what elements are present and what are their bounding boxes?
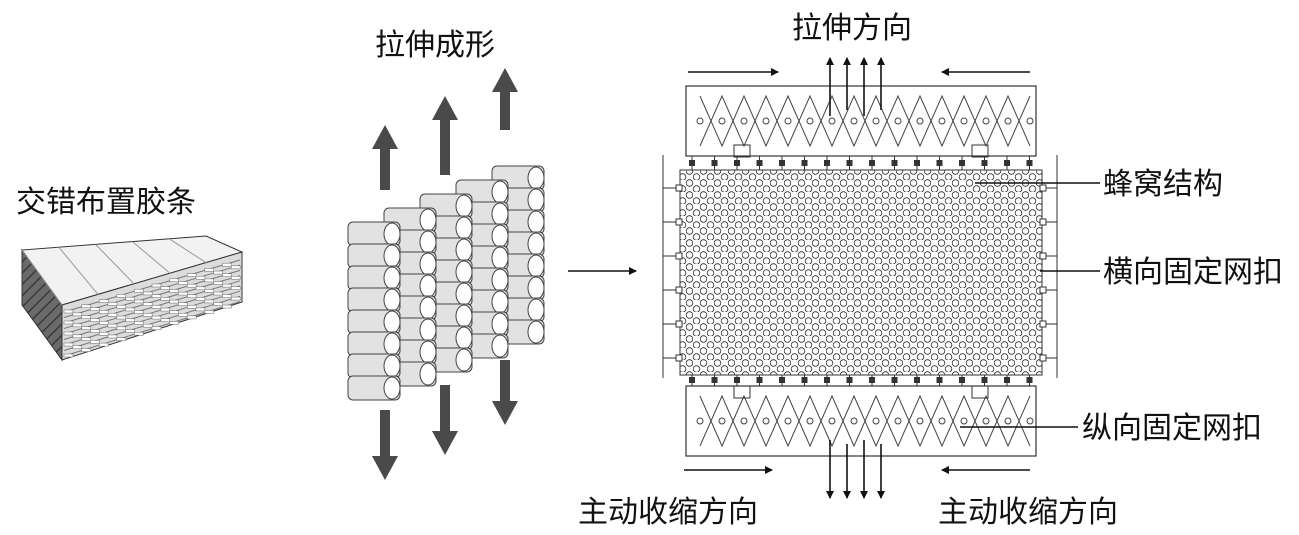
stretch-arrows-up: [826, 57, 885, 116]
label-longitudinal-buckle: 纵向固定网扣: [1082, 411, 1262, 446]
fixture: [662, 85, 1058, 457]
strip-lines: [21, 238, 241, 358]
label-honeycomb: 蜂窝结构: [1103, 167, 1223, 202]
honeycomb-3d: [347, 68, 545, 480]
label-shrink-right: 主动收缩方向: [938, 495, 1118, 530]
label-shrink-left: 主动收缩方向: [578, 495, 758, 530]
stretch-arrows-down: [826, 440, 885, 499]
label-stretch-form: 拉伸成形: [375, 28, 495, 63]
strip-block: [21, 235, 244, 362]
label-strip: 交错布置胶条: [16, 185, 196, 220]
transverse-buckles: [663, 184, 1057, 362]
longitudinal-linkage-top: [696, 94, 1034, 148]
longitudinal-buckles: [689, 144, 1033, 399]
honeycomb-grid: [679, 169, 1043, 376]
label-stretch-direction: 拉伸方向: [792, 11, 912, 46]
label-transverse-buckle: 横向固定网扣: [1103, 255, 1283, 290]
longitudinal-linkage-bottom: [696, 394, 1034, 448]
